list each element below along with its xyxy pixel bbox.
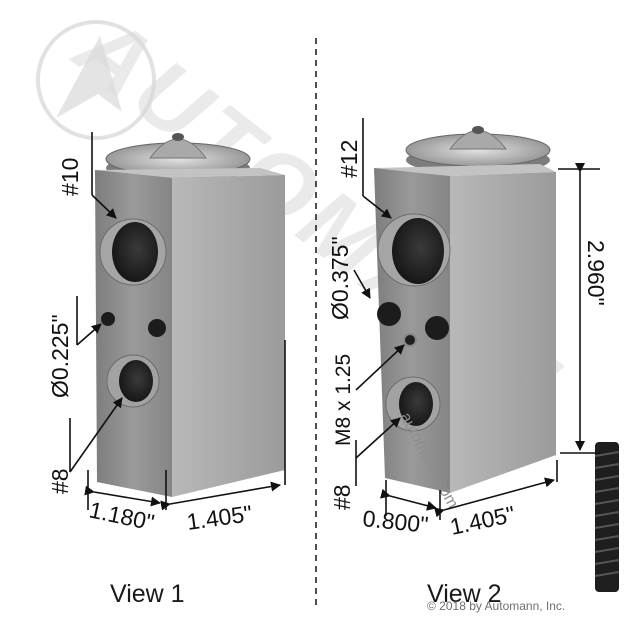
view1-body-side	[172, 175, 285, 497]
view2-port-thread	[403, 333, 417, 347]
stud-bolt-icon	[594, 442, 620, 592]
view1-caption: View 1	[110, 580, 185, 608]
view2-body-side	[450, 172, 556, 493]
view2-port-small	[399, 382, 433, 426]
view1-port-hole-label: Ø0.225"	[47, 314, 73, 398]
view2-port-large-label: #12	[336, 140, 362, 178]
view1-body-top	[95, 168, 285, 178]
view1-valve	[95, 133, 285, 497]
view2-port-thread-label: M8 x 1.25	[332, 354, 355, 446]
view2-body-top	[374, 164, 556, 176]
view2-caption: View 2	[427, 580, 502, 608]
view1-port-large	[112, 222, 158, 282]
view1-port-hole-right	[148, 319, 166, 337]
view2-port-large	[392, 218, 444, 284]
view1-port-large-label: #10	[57, 158, 83, 196]
view2-width-front-label: 0.800"	[361, 505, 429, 538]
view1-width-front-label: 1.180"	[87, 496, 157, 535]
view2-port-hole	[377, 302, 401, 326]
view1-port-small	[119, 360, 153, 402]
view1-width-side-label: 1.405"	[185, 500, 254, 535]
view2-dimensions	[353, 118, 600, 520]
copyright-notice: © 2018 by Automann, Inc.	[427, 599, 566, 613]
view2-port-hole-right	[425, 316, 449, 340]
automann-logo-icon	[36, 20, 156, 140]
view1-port-small-label: #8	[47, 468, 73, 494]
view2-valve	[374, 126, 556, 493]
view1-dimensions	[69, 132, 286, 511]
view1-port-hole-left	[101, 312, 115, 326]
view2-port-hole-label: Ø0.375"	[327, 236, 353, 320]
view2-port-small-label: #8	[329, 484, 355, 510]
view2-height-label: 2.960"	[583, 240, 609, 306]
